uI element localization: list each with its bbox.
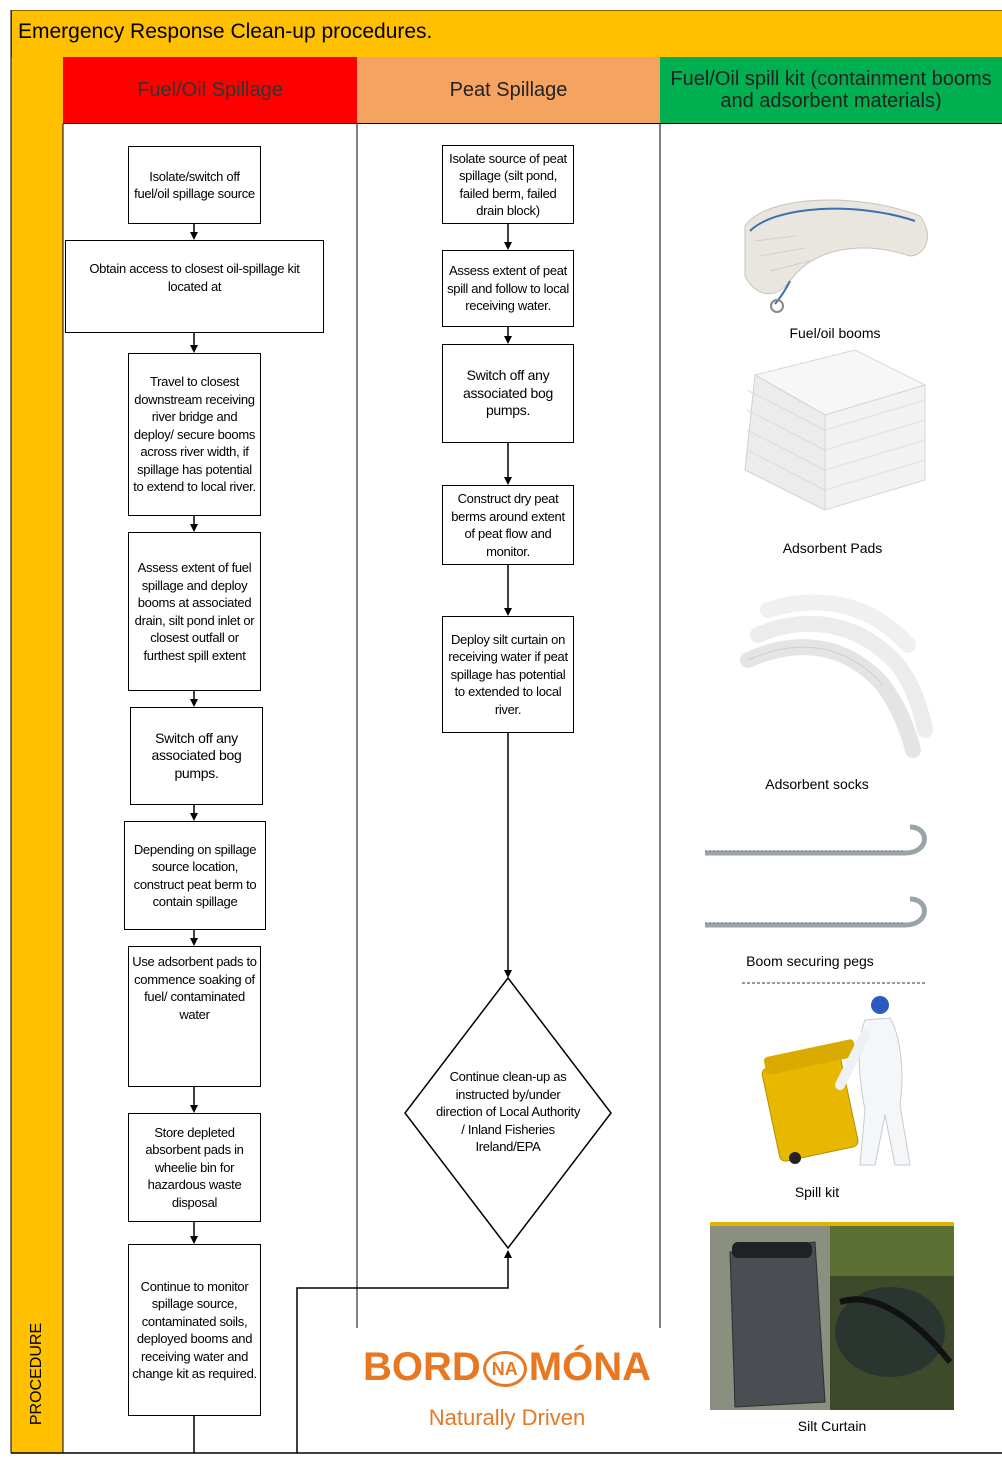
page-title: Emergency Response Clean-up procedures. <box>18 20 433 43</box>
fuel-step-1: Isolate/switch off fuel/oil spillage sou… <box>128 146 261 224</box>
fuel-oil-booms-image <box>744 199 928 313</box>
logo-emblem: NA <box>482 1351 527 1388</box>
fuel-step-7: Use adsorbent pads to commence soaking o… <box>128 946 261 1087</box>
fuel-step-4: Assess extent of fuel spillage and deplo… <box>128 532 261 691</box>
title-bar <box>11 10 1002 57</box>
silt-curtain-image <box>710 1222 954 1410</box>
kit-column-header: Fuel/Oil spill kit (containment booms an… <box>660 57 1002 124</box>
caption-fuel-oil-booms: Fuel/oil booms <box>789 325 881 341</box>
logo-tagline: Naturally Driven <box>428 1405 586 1430</box>
decision-text: Continue clean-up as instructed by/under… <box>435 1069 581 1154</box>
peat-step-5: Deploy silt curtain on receiving water i… <box>442 616 574 733</box>
decision-diamond <box>404 976 612 1250</box>
caption-adsorbent-pads: Adsorbent Pads <box>782 540 883 556</box>
peat-step-3: Switch off any associated bog pumps. <box>442 344 574 443</box>
fuel-step-3: Travel to closest downstream receiving r… <box>128 353 261 516</box>
fuel-step-2-text: Obtain access to closest oil-spillage ki… <box>89 261 300 294</box>
peat-step-4: Construct dry peat berms around extent o… <box>442 485 574 565</box>
logo-text-na: NA <box>491 1359 518 1380</box>
caption-adsorbent-socks: Adsorbent socks <box>765 776 869 792</box>
fuel-step-6: Depending on spillage source location, c… <box>124 821 266 930</box>
fuel-step-8: Store depleted absorbent pads in wheelie… <box>128 1113 261 1222</box>
fuel-column-header: Fuel/Oil Spillage <box>63 57 357 124</box>
fuel-step-2: Obtain access to closest oil-spillage ki… <box>65 240 324 333</box>
peat-step-2: Assess extent of peat spill and follow t… <box>442 250 574 327</box>
spill-kit-image <box>761 996 911 1166</box>
procedure-strip <box>11 57 63 1453</box>
fuel-step-5: Switch off any associated bog pumps. <box>130 707 263 805</box>
caption-boom-securing-pegs: Boom securing pegs <box>746 953 874 969</box>
peat-step-1: Isolate source of peat spillage (silt po… <box>442 145 574 224</box>
logo-text-mona: MÓNA <box>528 1345 651 1389</box>
logo-text-bord: BORD <box>363 1345 481 1389</box>
fuel-step-9: Continue to monitor spillage source, con… <box>128 1244 261 1416</box>
peat-column-header: Peat Spillage <box>357 57 660 124</box>
caption-spill-kit: Spill kit <box>794 1184 840 1200</box>
adsorbent-socks-image <box>740 594 933 758</box>
caption-silt-curtain: Silt Curtain <box>797 1418 867 1434</box>
adsorbent-pads-image <box>744 349 927 511</box>
boom-securing-pegs-image <box>705 824 927 928</box>
bord-na-mona-logo: BORD NA MÓNA <box>352 1345 662 1390</box>
